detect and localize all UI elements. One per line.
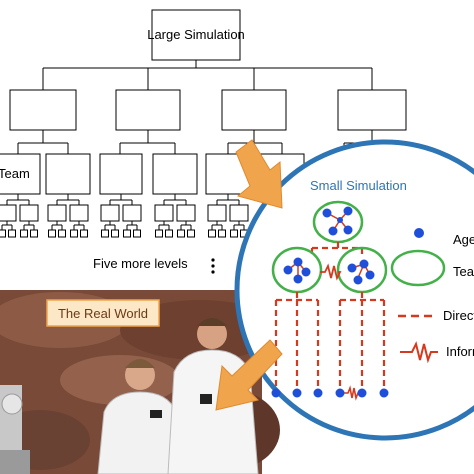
vertical-ellipsis-icon bbox=[211, 258, 215, 274]
root-box bbox=[151, 9, 241, 61]
level4-box bbox=[111, 229, 119, 238]
info-legend-icon bbox=[400, 341, 438, 364]
legend: Agent Team Direct Information bbox=[390, 228, 474, 364]
level4-box bbox=[165, 229, 173, 238]
legend-team: Team bbox=[453, 264, 474, 279]
level4-box bbox=[30, 229, 38, 238]
real-world-label: The Real World bbox=[58, 306, 148, 321]
team-legend-icon bbox=[390, 249, 446, 287]
more-levels-label: Five more levels bbox=[93, 256, 188, 271]
level3-box-2 bbox=[19, 204, 39, 222]
level2-box-1 bbox=[0, 153, 41, 195]
level1-box-3 bbox=[221, 89, 287, 131]
level3-box-8 bbox=[176, 204, 196, 222]
level1-box-2 bbox=[115, 89, 181, 131]
agent-legend-icon bbox=[414, 228, 424, 238]
level3-box-4 bbox=[69, 204, 89, 222]
level3-box-10 bbox=[229, 204, 249, 222]
level3-box-6 bbox=[122, 204, 142, 222]
level1-box-4 bbox=[337, 89, 407, 131]
team-label: Team bbox=[0, 166, 30, 181]
small-simulation-title: Small Simulation bbox=[310, 178, 407, 193]
level4-box bbox=[80, 229, 88, 238]
legend-agent: Agent bbox=[453, 232, 474, 247]
level2-box-4 bbox=[152, 153, 198, 195]
level4-box bbox=[177, 229, 185, 238]
level4-box bbox=[48, 229, 56, 238]
level4-box bbox=[58, 229, 66, 238]
level3-box-5 bbox=[100, 204, 120, 222]
level4-box bbox=[70, 229, 78, 238]
level4-box bbox=[155, 229, 163, 238]
level4-box bbox=[8, 229, 16, 238]
level2-box-3 bbox=[99, 153, 143, 195]
level4-box bbox=[218, 229, 226, 238]
level2-box-2 bbox=[45, 153, 91, 195]
level4-box bbox=[187, 229, 195, 238]
level4-box bbox=[0, 229, 6, 238]
level3-box-3 bbox=[47, 204, 67, 222]
level1-box-1 bbox=[9, 89, 77, 131]
level4-box bbox=[20, 229, 28, 238]
level4-box bbox=[133, 229, 141, 238]
legend-info: Information bbox=[446, 344, 474, 359]
level4-box bbox=[230, 229, 238, 238]
level3-box-7 bbox=[154, 204, 174, 222]
sim-network bbox=[271, 200, 389, 401]
legend-direct: Direct bbox=[443, 308, 474, 323]
level4-box bbox=[101, 229, 109, 238]
root-label: Large Simulation bbox=[147, 27, 245, 42]
level4-box bbox=[208, 229, 216, 238]
level4-box bbox=[123, 229, 131, 238]
arrow-to-real-world bbox=[215, 339, 283, 411]
level3-box-9 bbox=[207, 204, 227, 222]
level3-box-1 bbox=[0, 204, 17, 222]
arrow-to-small-sim bbox=[235, 139, 283, 209]
